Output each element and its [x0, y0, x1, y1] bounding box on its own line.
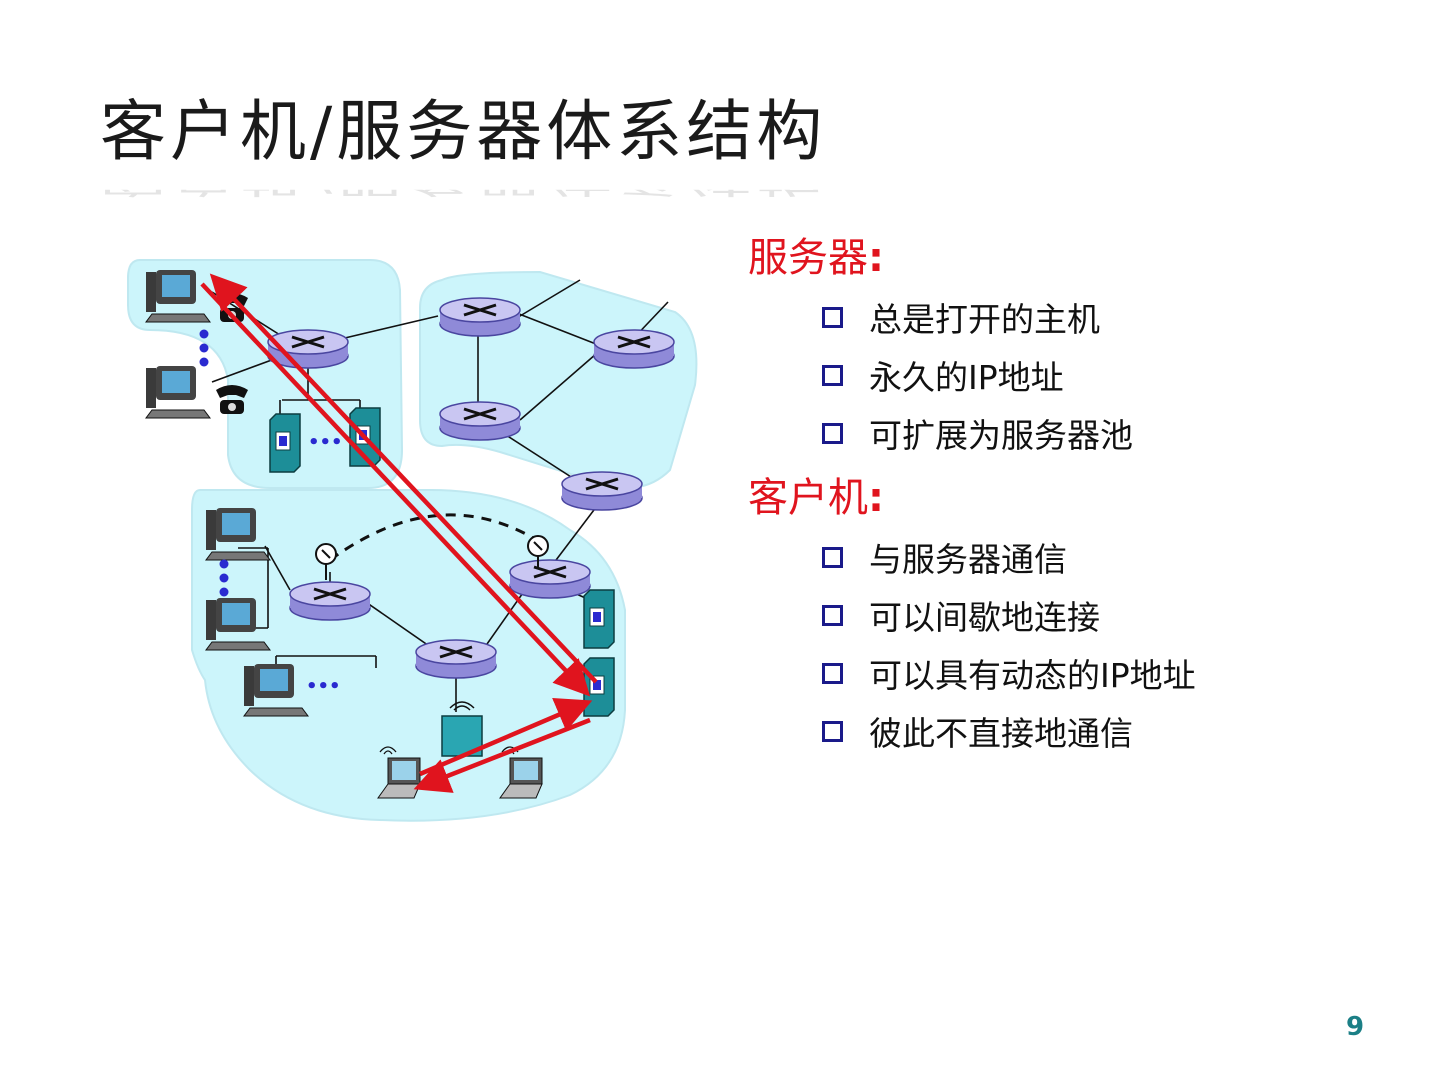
list-item-text: 总是打开的主机 — [869, 300, 1100, 339]
desktop-computer-icon — [145, 270, 211, 323]
bullet-square-icon — [822, 720, 843, 742]
slide-title-reflection: 客户机/服务器体系结构 — [100, 190, 826, 206]
server-list: 总是打开的主机 永久的IP地址 可扩展为服务器池 — [748, 288, 1408, 462]
router — [439, 401, 521, 441]
bullet-square-icon — [822, 364, 843, 386]
bullet-square-icon — [822, 662, 843, 684]
client-server-arrows — [200, 273, 598, 793]
server-pool-ellipsis: ••• — [308, 432, 343, 453]
bullet-square-icon — [822, 546, 843, 568]
list-item: 可以具有动态的IP地址 — [822, 644, 1408, 702]
satellite-dish-icon — [315, 543, 337, 580]
list-item: 可以间歇地连接 — [822, 586, 1408, 644]
server-icon — [583, 589, 615, 649]
desktop-computer-icon — [145, 366, 211, 419]
server-heading-text: 服务器 — [748, 235, 868, 281]
router — [289, 581, 371, 621]
desktop-computer-icon — [243, 664, 309, 717]
list-item-text: 可扩展为服务器池 — [869, 416, 1133, 455]
desktop-computer-icon — [205, 508, 271, 561]
server-icon — [269, 413, 301, 473]
client-list: 与服务器通信 可以间歇地连接 可以具有动态的IP地址 彼此不直接地通信 — [748, 528, 1408, 760]
server-heading: 服务器: — [748, 228, 1408, 288]
network-diagram: ••• ••• — [127, 259, 698, 822]
router — [439, 297, 521, 337]
laptop-icon — [377, 746, 421, 799]
list-item: 彼此不直接地通信 — [822, 702, 1408, 760]
list-item: 永久的IP地址 — [822, 346, 1408, 404]
list-item-text: 彼此不直接地通信 — [869, 714, 1133, 753]
title-area: 客户机/服务器体系结构 客户机/服务器体系结构 — [100, 78, 1000, 218]
client-heading: 客户机: — [748, 468, 1408, 528]
list-item-text: 可以间歇地连接 — [869, 598, 1100, 637]
satellite-dish-icon — [527, 535, 549, 568]
server-icon — [583, 657, 615, 717]
router — [593, 329, 675, 369]
client-heading-colon: : — [868, 475, 884, 521]
slide-title: 客户机/服务器体系结构 — [100, 93, 827, 170]
telephone-icon — [216, 385, 248, 414]
bullet-square-icon — [822, 604, 843, 626]
router — [561, 471, 643, 511]
list-item-text: 可以具有动态的IP地址 — [869, 656, 1196, 695]
continuation-dots — [199, 329, 229, 597]
list-item: 可扩展为服务器池 — [822, 404, 1408, 462]
list-item-text: 与服务器通信 — [869, 540, 1067, 579]
bullet-square-icon — [822, 306, 843, 328]
list-item-text: 永久的IP地址 — [869, 358, 1064, 397]
client-heading-text: 客户机 — [748, 475, 868, 521]
bullet-square-icon — [822, 422, 843, 444]
list-item: 总是打开的主机 — [822, 288, 1408, 346]
desktop-computer-icon — [205, 598, 271, 651]
client-ellipsis: ••• — [306, 676, 341, 697]
router — [267, 329, 349, 369]
router — [509, 559, 591, 599]
server-heading-colon: : — [868, 235, 884, 281]
laptop-icon — [499, 746, 543, 799]
content-panel: 服务器: 总是打开的主机 永久的IP地址 可扩展为服务器池 客户机: 与服务器通… — [748, 228, 1408, 766]
list-item: 与服务器通信 — [822, 528, 1408, 586]
router — [415, 639, 497, 679]
page-number: 9 — [1346, 1012, 1365, 1042]
